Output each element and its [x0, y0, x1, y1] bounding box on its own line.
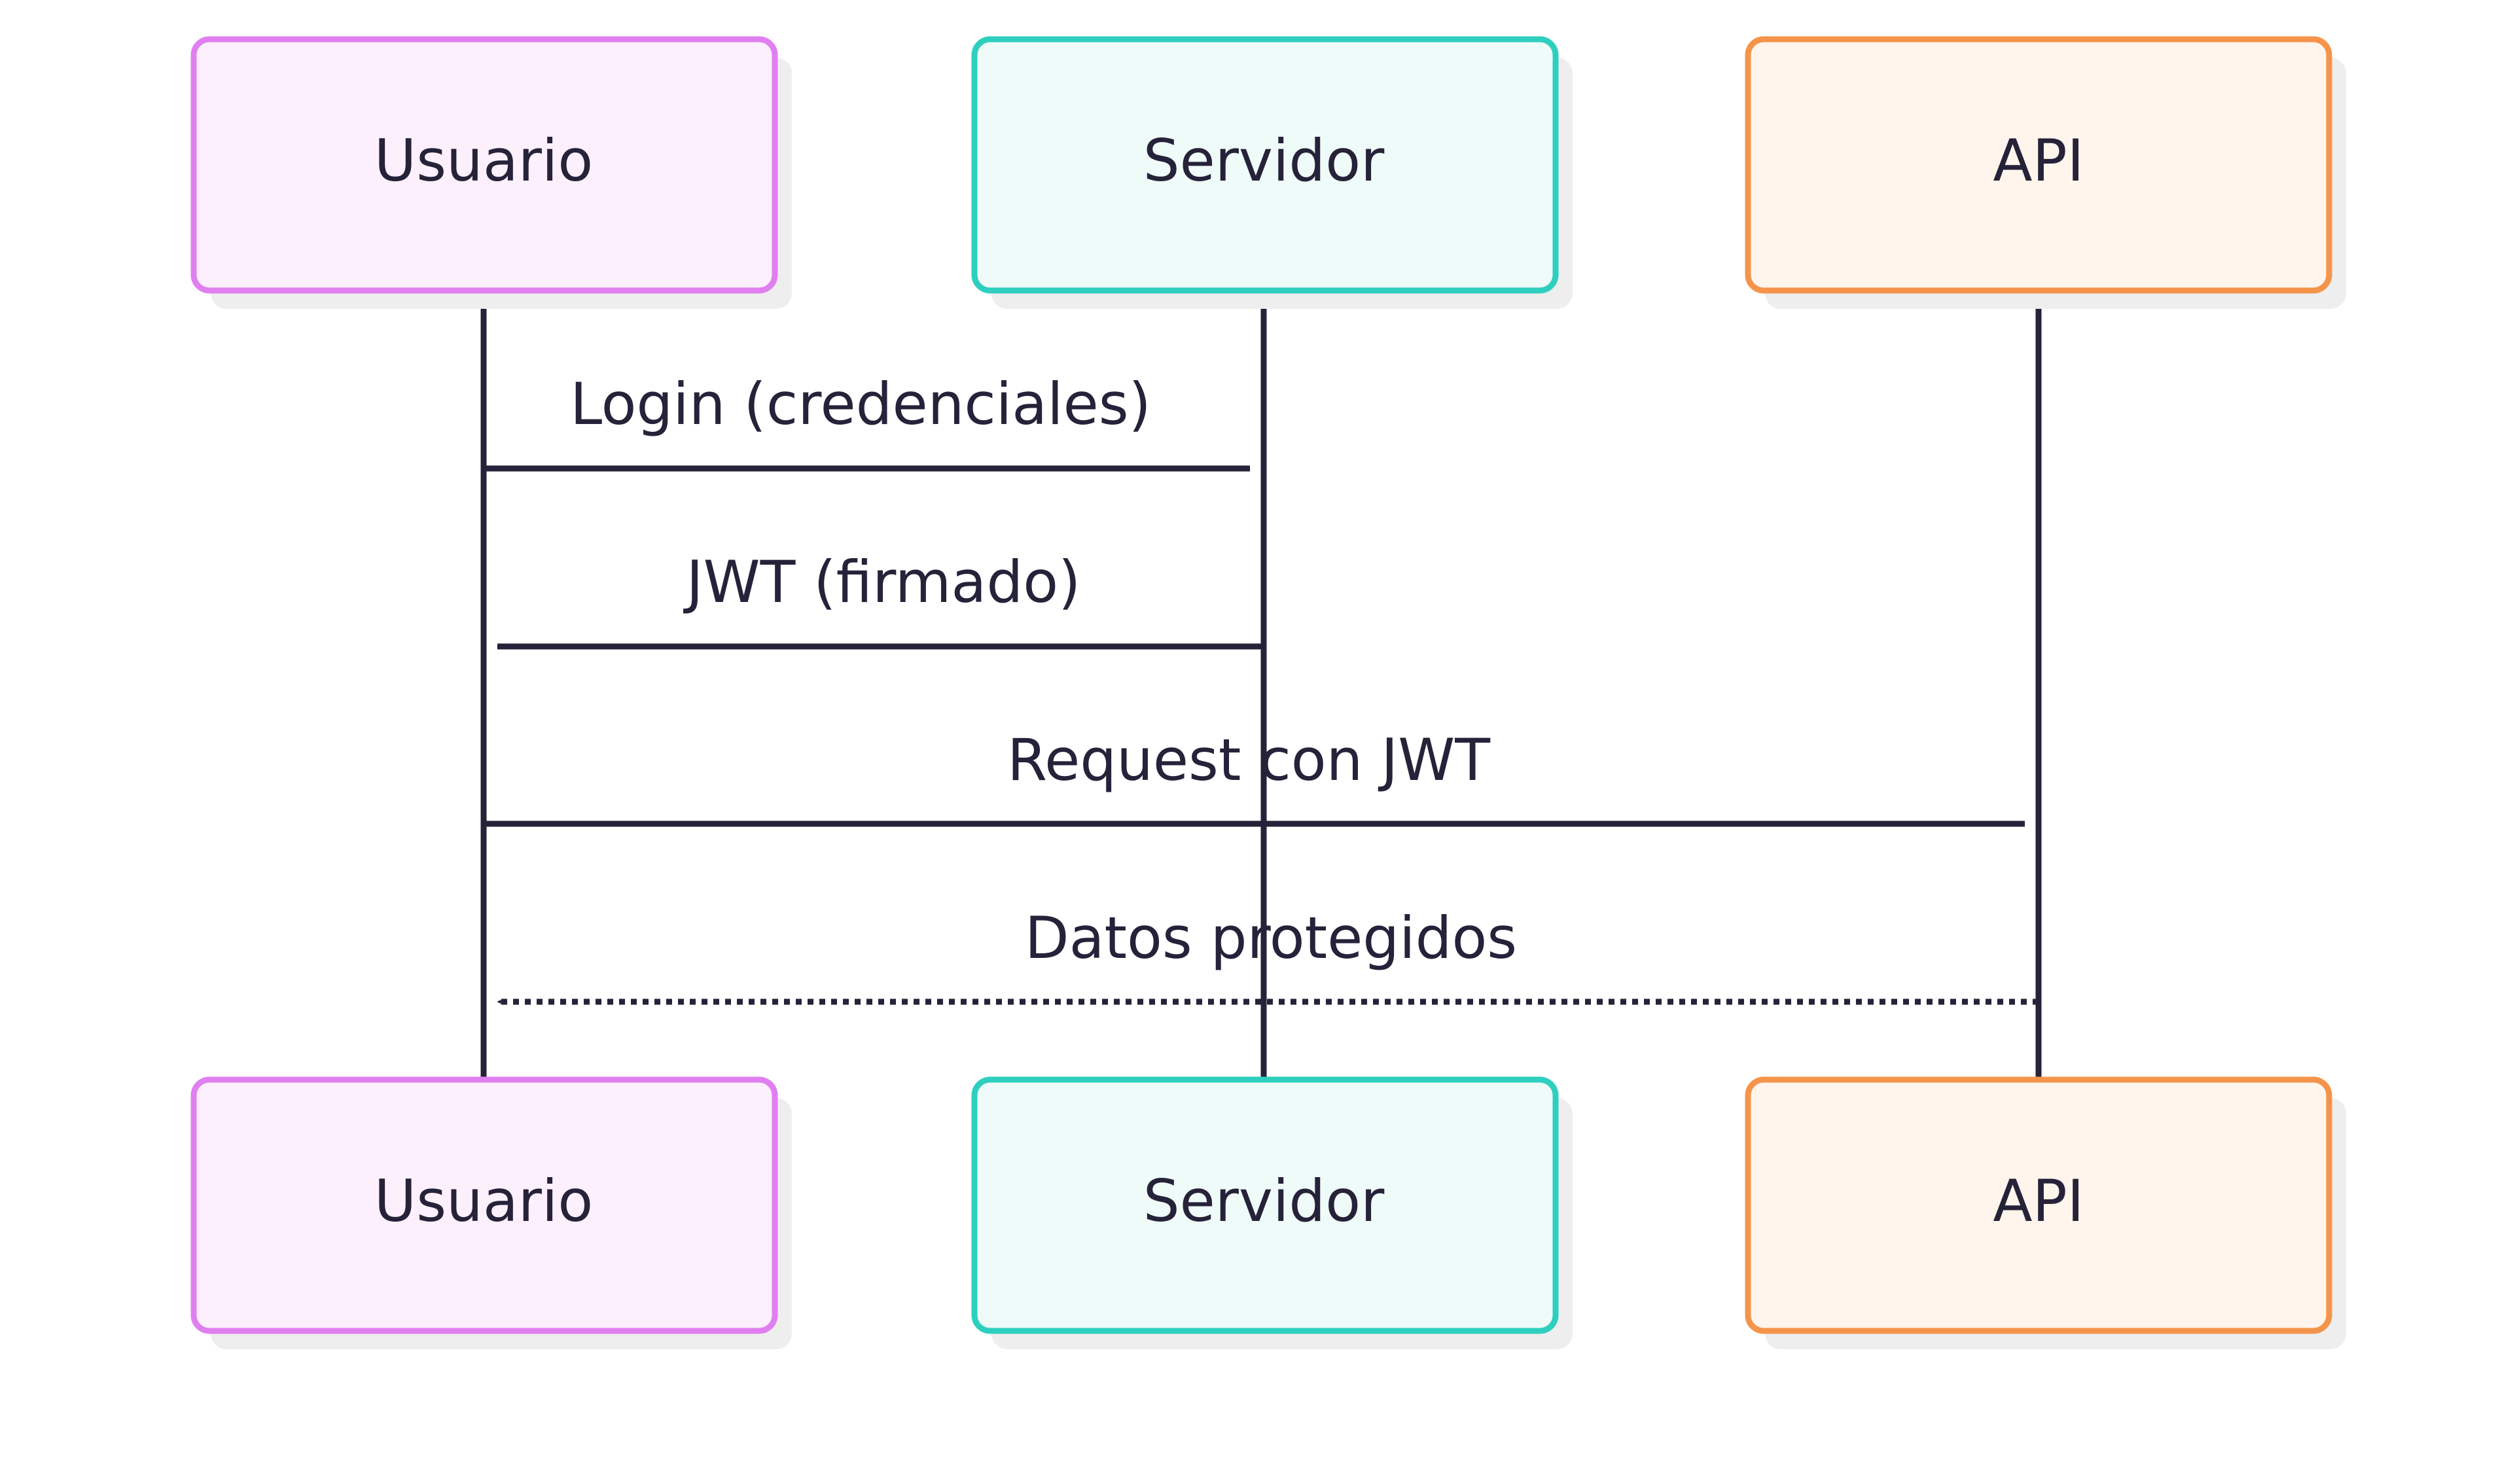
lifelines: [480, 291, 2042, 1078]
actor-label-usuario-top: Usuario: [374, 127, 593, 194]
actor-servidor-top: Servidor: [971, 36, 1573, 309]
messages: Login (credenciales) JWT (firmado) Reque…: [484, 370, 2039, 1005]
actor-label-servidor-top: Servidor: [1143, 127, 1385, 194]
actor-label-api-top: API: [1993, 127, 2084, 194]
actor-label-api-bottom: API: [1993, 1167, 2084, 1235]
message-label-request: Request con JWT: [1007, 726, 1491, 794]
actor-label-usuario-bottom: Usuario: [374, 1167, 593, 1235]
message-label-datos: Datos protegidos: [1025, 904, 1517, 972]
actors-bottom: Usuario Servidor API: [190, 1076, 2346, 1349]
actor-usuario-bottom: Usuario: [190, 1076, 792, 1349]
actor-label-servidor-bottom: Servidor: [1143, 1167, 1385, 1235]
actor-api-bottom: API: [1745, 1076, 2346, 1349]
actors-top: Usuario Servidor API: [190, 36, 2346, 309]
actor-servidor-bottom: Servidor: [971, 1076, 1573, 1349]
actor-api-top: API: [1745, 36, 2346, 309]
message-label-jwt: JWT (firmado): [683, 548, 1081, 616]
actor-usuario-top: Usuario: [190, 36, 792, 309]
message-label-login: Login (credenciales): [570, 370, 1151, 438]
